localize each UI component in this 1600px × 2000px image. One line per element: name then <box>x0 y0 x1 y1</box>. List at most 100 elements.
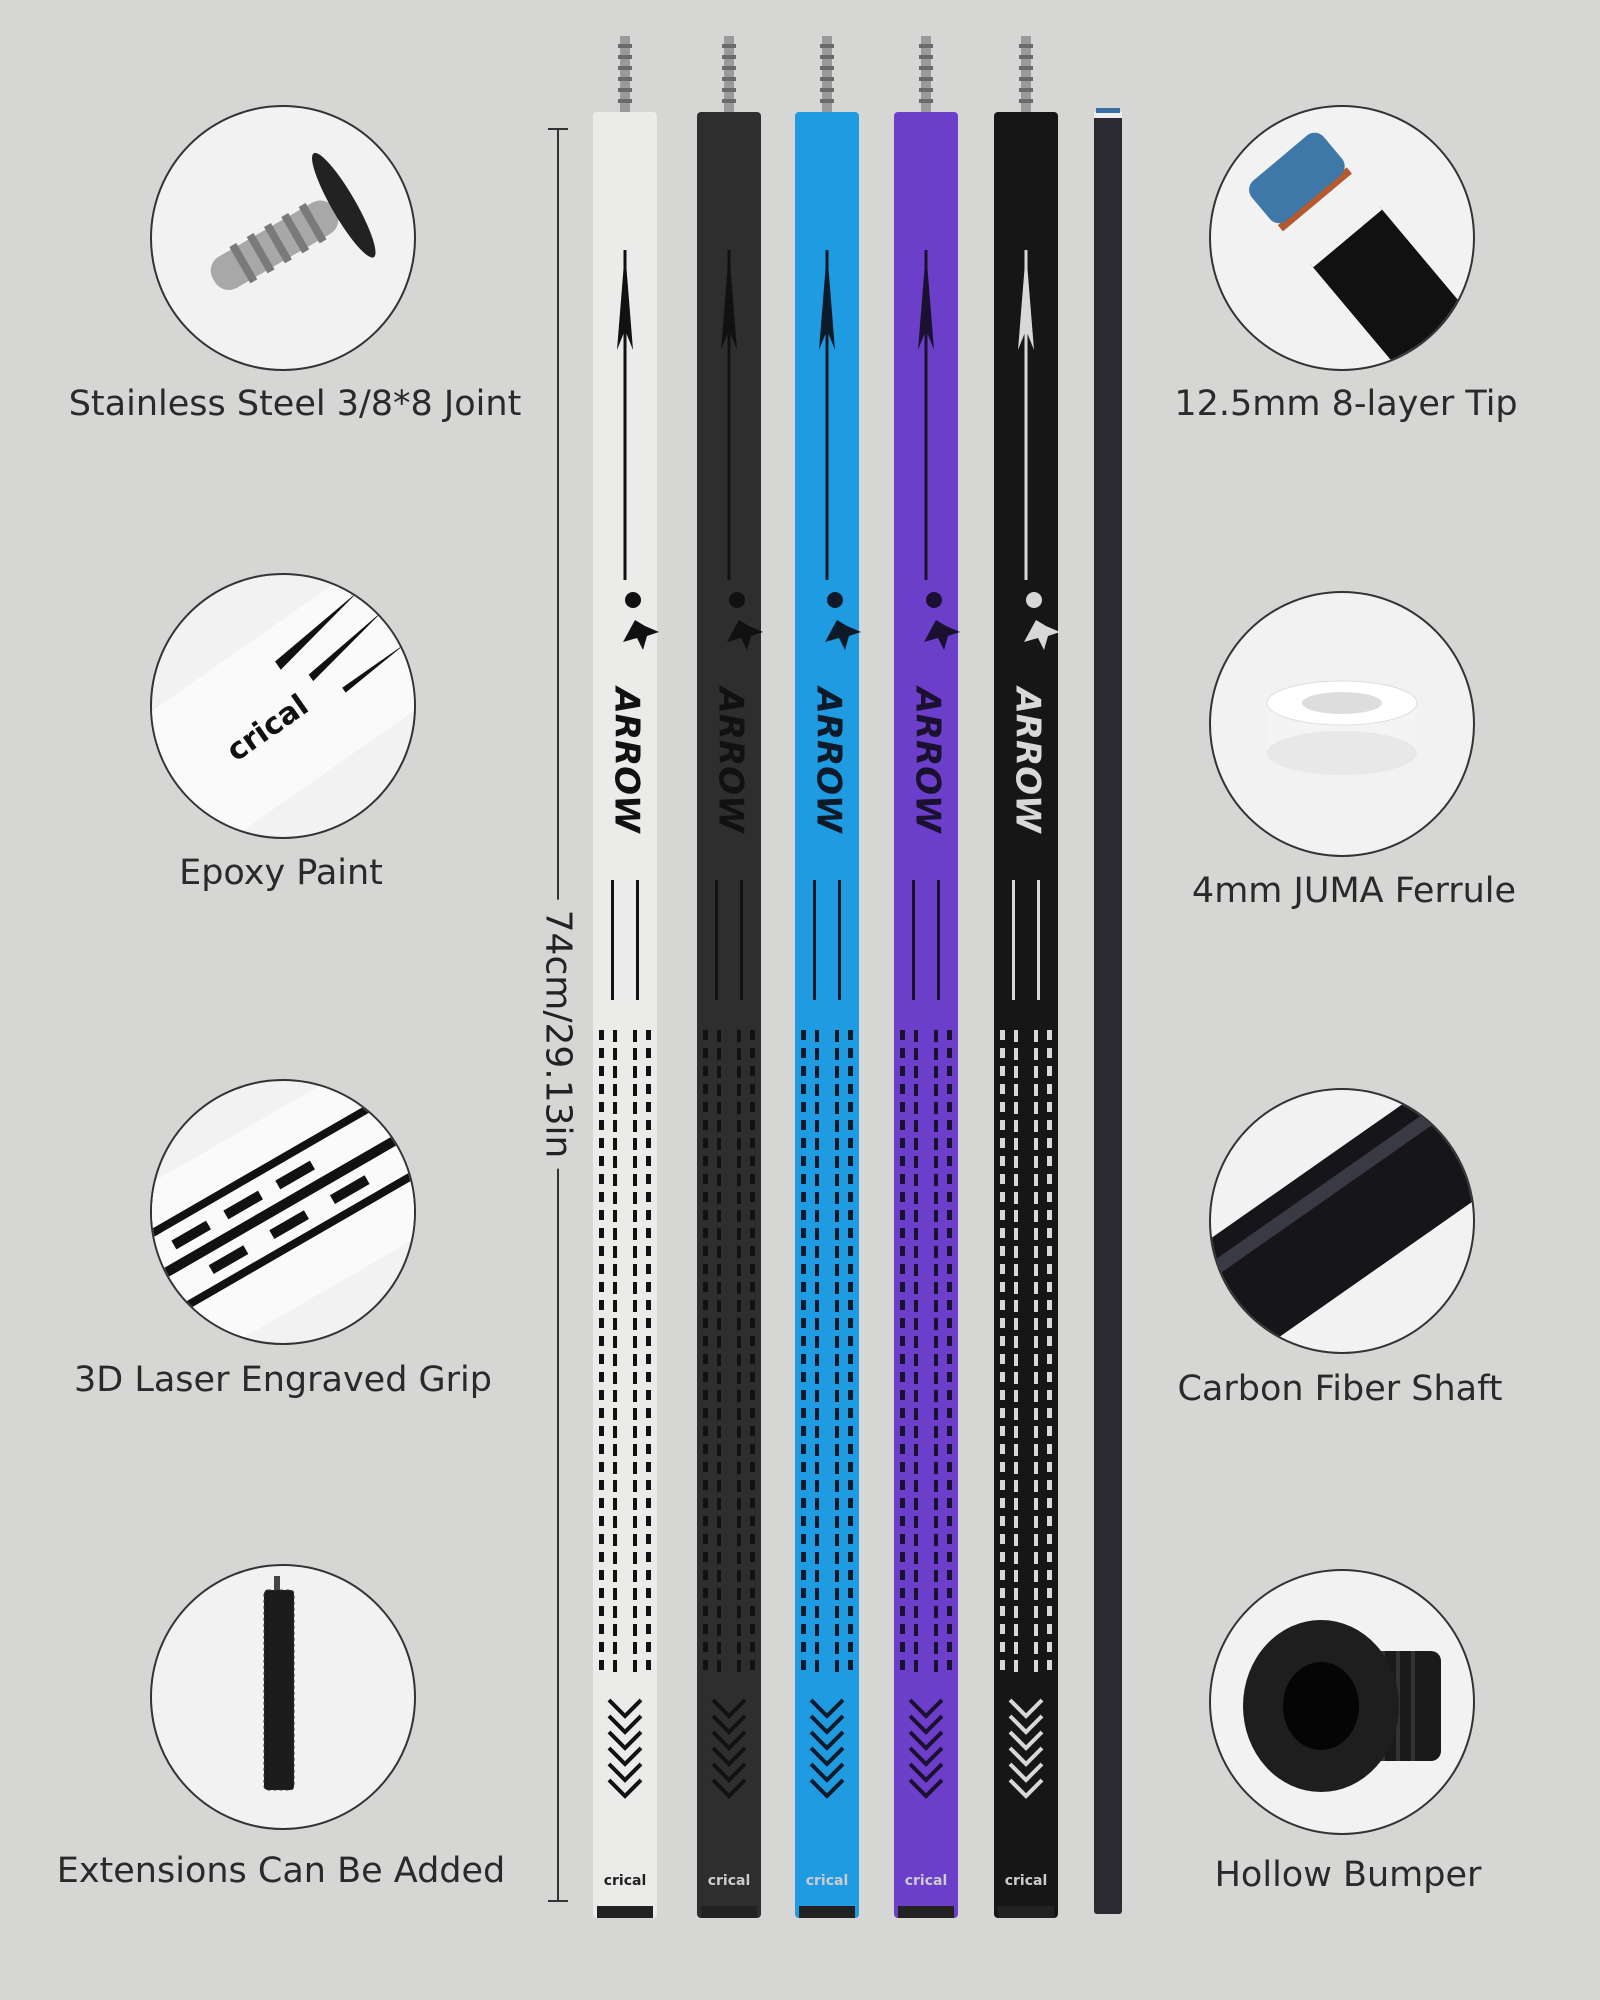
grip-dash <box>1047 1642 1052 1652</box>
grip-dash <box>599 1192 604 1202</box>
grip-dash <box>801 1426 806 1436</box>
grip-dash <box>835 1516 839 1528</box>
grip-dash <box>1047 1660 1052 1670</box>
carbon-shaft <box>1094 108 1122 1914</box>
grip-dash <box>1000 1588 1005 1598</box>
grip-dash <box>1034 1516 1038 1528</box>
grip-dash <box>1014 1336 1018 1348</box>
pin-thread <box>618 55 632 59</box>
pin-thread <box>1019 66 1033 70</box>
grip-dash <box>1000 1048 1005 1058</box>
grip-dash <box>703 1552 708 1562</box>
grip-dash <box>717 1336 721 1348</box>
grip-dash <box>613 1372 617 1384</box>
model-name: ARROW <box>1008 684 1048 834</box>
grip-dash <box>703 1606 708 1616</box>
brand-logo: crical <box>806 1873 849 1889</box>
grip-dash <box>801 1660 806 1670</box>
grip-dash <box>815 1606 819 1618</box>
grip-dash <box>1000 1084 1005 1094</box>
grip-dash <box>633 1372 637 1384</box>
grip-dash <box>1034 1102 1038 1114</box>
grip-dash <box>1014 1426 1018 1438</box>
grip-dash <box>914 1030 918 1042</box>
grip-dash <box>914 1408 918 1420</box>
grip-dash <box>947 1372 952 1382</box>
chevron-mark <box>711 1730 747 1751</box>
grip-dash <box>1034 1228 1038 1240</box>
grip-dash <box>900 1606 905 1616</box>
grip-dash <box>613 1444 617 1456</box>
grip-dash <box>737 1210 741 1222</box>
grip-dash <box>815 1354 819 1366</box>
grip-dash <box>646 1444 651 1454</box>
grip-dash <box>815 1120 819 1132</box>
grip-dash <box>835 1372 839 1384</box>
grip-dash <box>835 1480 839 1492</box>
grip-dash <box>646 1120 651 1130</box>
grip-dash <box>801 1264 806 1274</box>
chevron-mark <box>607 1698 643 1719</box>
grip-dash <box>947 1066 952 1076</box>
grip-dash <box>703 1480 708 1490</box>
grip-dash <box>900 1354 905 1364</box>
grip-dash <box>599 1048 604 1058</box>
grip-dash <box>703 1588 708 1598</box>
grip-dash <box>801 1570 806 1580</box>
grip-dash <box>1014 1138 1018 1150</box>
grip-dash <box>1047 1390 1052 1400</box>
pin-thread <box>1019 55 1033 59</box>
grip-dash <box>914 1210 918 1222</box>
dimension-cap-top <box>548 128 568 130</box>
grip-dash <box>750 1606 755 1616</box>
grip-dash <box>646 1246 651 1256</box>
grip-dash <box>934 1588 938 1600</box>
grip-dash <box>737 1318 741 1330</box>
grip-dash <box>633 1354 637 1366</box>
grip-dash <box>947 1462 952 1472</box>
grip-dash <box>646 1156 651 1166</box>
grip-dash <box>599 1264 604 1274</box>
grip-dash <box>703 1300 708 1310</box>
grip-dash <box>646 1426 651 1436</box>
cue-bumper <box>799 1906 855 1918</box>
grip-dash <box>633 1210 637 1222</box>
grip-dash <box>947 1300 952 1310</box>
grip-dash <box>900 1264 905 1274</box>
grip-dash <box>1047 1264 1052 1274</box>
chevron-mark <box>1008 1698 1044 1719</box>
grip-dash <box>914 1066 918 1078</box>
grip-dash <box>1047 1120 1052 1130</box>
grip-dash <box>613 1390 617 1402</box>
grip-dash <box>947 1174 952 1184</box>
grip-dash <box>633 1138 637 1150</box>
grip-dash <box>934 1336 938 1348</box>
pin-thread <box>919 77 933 81</box>
grip-dash <box>599 1660 604 1670</box>
feature-label: Hollow Bumper <box>1214 1855 1482 1895</box>
dimension-cap-bottom <box>548 1900 568 1902</box>
model-name: ARROW <box>908 684 948 834</box>
grip-dash <box>835 1066 839 1078</box>
grip-dash <box>801 1300 806 1310</box>
feature-label: 12.5mm 8-layer Tip <box>1174 384 1518 424</box>
grip-dash <box>934 1084 938 1096</box>
grip-dash <box>613 1120 617 1132</box>
grip-dash <box>801 1480 806 1490</box>
grip-dash <box>1047 1300 1052 1310</box>
grip-dash <box>1034 1480 1038 1492</box>
grip-dash <box>750 1282 755 1292</box>
grip-dash <box>914 1156 918 1168</box>
grip-dash <box>703 1138 708 1148</box>
grip-dash <box>934 1066 938 1078</box>
grip-dash <box>947 1408 952 1418</box>
grip-dash <box>717 1444 721 1456</box>
grip-dash <box>703 1174 708 1184</box>
grip-dash <box>613 1300 617 1312</box>
grip-dash <box>646 1174 651 1184</box>
grip-dash <box>1047 1048 1052 1058</box>
arrow-head <box>1018 250 1034 350</box>
grip-dash <box>599 1534 604 1544</box>
grip-dash <box>947 1606 952 1616</box>
grip-dash <box>815 1102 819 1114</box>
